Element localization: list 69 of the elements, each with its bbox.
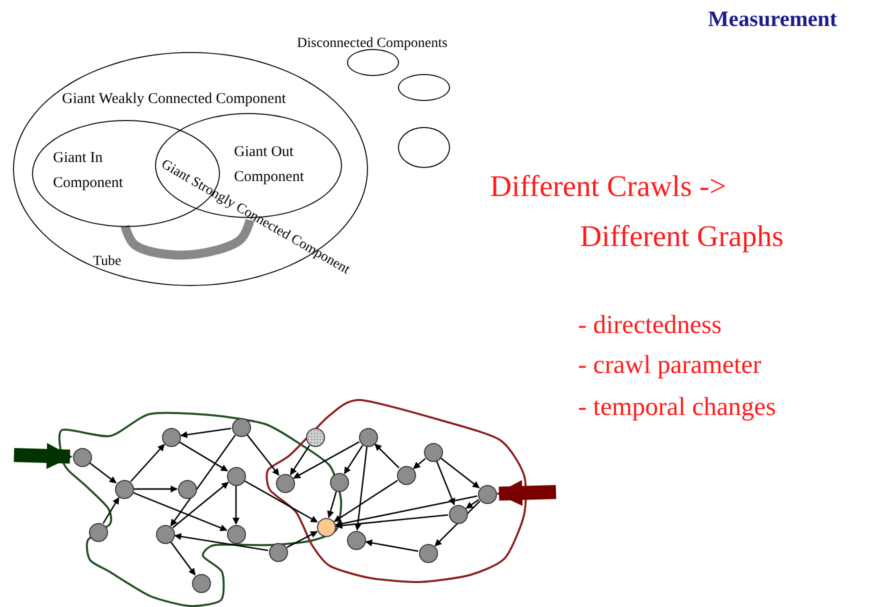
component-ellipse <box>347 49 399 76</box>
graph-node <box>226 524 246 544</box>
graph-node <box>178 480 196 498</box>
arrow <box>286 531 318 548</box>
graph-node <box>156 524 174 544</box>
tube-label: Tube <box>93 254 122 270</box>
arrow <box>172 482 229 528</box>
arrow <box>434 500 480 546</box>
arrow <box>335 514 448 529</box>
graph-node <box>88 522 108 542</box>
heading-text: Different Graphs <box>580 220 784 254</box>
graph-node <box>330 472 348 492</box>
heading-text: Different Crawls -> <box>490 170 726 204</box>
arrow <box>293 441 360 479</box>
arrow <box>436 461 456 506</box>
entry-arrow <box>14 442 73 469</box>
arrow <box>90 462 117 484</box>
graph-node <box>358 428 378 446</box>
slide-title: Measurement <box>708 6 838 32</box>
graph-node <box>396 466 416 484</box>
arrow <box>102 496 120 524</box>
bullet-text: - crawl parameter <box>578 350 762 380</box>
component-label: Giant Weakly Connected Component <box>62 90 286 109</box>
graph-node <box>226 466 246 486</box>
component-ellipse <box>398 74 450 101</box>
arrow <box>170 542 196 576</box>
arrow <box>179 442 228 472</box>
entry-arrow <box>496 480 556 506</box>
graph-node <box>346 530 366 550</box>
arrow <box>466 499 480 509</box>
arrow <box>335 495 478 528</box>
graph-node <box>478 484 496 504</box>
arrow <box>130 444 165 482</box>
arrow <box>374 444 400 468</box>
component-ellipse <box>13 52 368 286</box>
graph-node <box>276 474 294 492</box>
graph-node <box>448 504 468 524</box>
arrow <box>344 445 364 474</box>
arrow <box>232 486 240 525</box>
arrow <box>133 492 228 532</box>
arrow <box>134 486 178 492</box>
disconnected-label: Disconnected Components <box>297 36 448 52</box>
arrow <box>290 445 310 476</box>
bullet-text: - directedness <box>578 310 722 340</box>
arrow <box>170 434 236 526</box>
arrow <box>174 533 268 552</box>
graph-node <box>418 544 438 562</box>
component-label: Giant In Component <box>53 149 124 193</box>
arrow <box>244 480 318 523</box>
arrow <box>354 446 368 531</box>
graph-node <box>114 480 134 498</box>
arrow <box>246 434 280 476</box>
arrow <box>180 428 232 438</box>
graph-node <box>192 574 210 592</box>
arrow <box>334 480 398 522</box>
component-label: Giant Out Component <box>234 143 305 185</box>
arrow <box>413 458 426 470</box>
graph-node <box>306 428 324 446</box>
bullet-text: - temporal changes <box>578 392 776 422</box>
graph-node <box>162 428 180 446</box>
graph-node <box>316 518 336 536</box>
graph-node <box>232 418 250 436</box>
arrow <box>327 491 337 518</box>
graph-node <box>424 442 442 462</box>
component-ellipse <box>398 127 450 168</box>
arrow <box>365 539 418 552</box>
arrow <box>440 458 480 488</box>
graph-node <box>268 542 288 562</box>
graph-node <box>72 448 92 466</box>
